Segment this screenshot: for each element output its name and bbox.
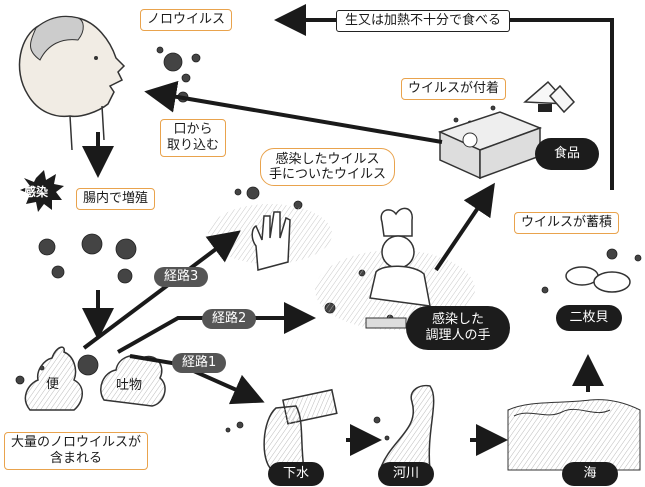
take-in-label: 口から 取り込む [160, 119, 227, 157]
bento-box-icon [437, 111, 543, 180]
intestine-label: 腸内で増殖 [76, 188, 156, 210]
food-label: 食品 [535, 138, 599, 170]
vomit-label: 吐物 [116, 378, 143, 393]
sea-icon [507, 399, 641, 471]
rice-ball-icon [523, 80, 576, 114]
shellfish-label: 二枚貝 [556, 305, 622, 331]
route3-pill: 経路3 [154, 267, 209, 287]
route1-pill: 経路1 [172, 353, 227, 373]
person-head-icon [18, 15, 126, 151]
feces-label: 便 [46, 377, 60, 392]
raw-food-label: 生又は加熱不十分で食べる [336, 10, 511, 32]
infected-hand-virus-label: 感染したウイルス 手についたウイルス [260, 148, 396, 186]
sewage-label: 下水 [268, 462, 324, 486]
infection-label: 感染 [24, 185, 49, 199]
sea-label: 海 [562, 462, 618, 486]
feces-icon [24, 346, 83, 411]
many-noro-label: 大量のノロウイルスが 含まれる [4, 432, 149, 470]
virus-attached-label: ウイルスが付着 [401, 78, 507, 100]
infection-burst-icon [20, 170, 64, 212]
river-icon [378, 384, 435, 471]
river-label: 河川 [378, 462, 434, 486]
cook-hand-label: 感染した 調理人の手 [406, 306, 510, 350]
route2-pill: 経路2 [202, 309, 257, 329]
norovirus-label: ノロウイルス [140, 9, 233, 31]
hand-icon [208, 204, 332, 271]
clam-icon [565, 266, 631, 293]
virus-accumulate-label: ウイルスが蓄積 [514, 212, 620, 234]
sewage-pipe-icon [263, 388, 338, 471]
